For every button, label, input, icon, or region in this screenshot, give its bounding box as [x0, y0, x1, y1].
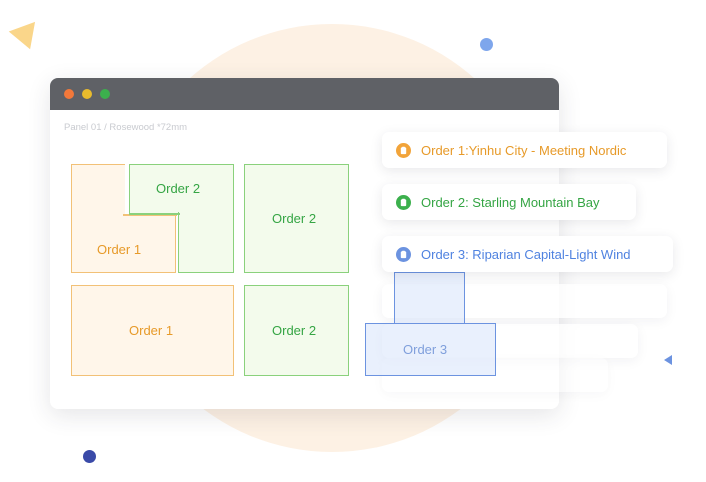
order-card-label: Order 3: Riparian Capital-Light Wind	[421, 246, 631, 262]
piece-segment	[394, 272, 465, 324]
decorative-dot-navy	[83, 450, 96, 463]
piece-label: Order 1	[97, 242, 142, 257]
order-card-label: Order 2: Starling Mountain Bay	[421, 194, 600, 210]
piece-fill	[72, 165, 124, 272]
order-card-3[interactable]: Order 3: Riparian Capital-Light Wind	[382, 236, 673, 272]
decorative-triangle-yellow	[8, 21, 44, 55]
decorative-triangle-blue	[664, 355, 672, 365]
piece-segment	[129, 164, 234, 214]
piece-order1-rect[interactable]: Order 1	[71, 285, 234, 376]
piece-label: Order 2	[156, 181, 201, 196]
piece-label: Order 3	[403, 342, 448, 357]
piece-edge	[123, 214, 177, 216]
order-card-label: Order 1:Yinhu City - Meeting Nordic	[421, 142, 627, 158]
maximize-dot-icon[interactable]	[100, 89, 110, 99]
piece-segment	[365, 323, 496, 376]
clipboard-icon	[396, 194, 411, 210]
close-dot-icon[interactable]	[64, 89, 74, 99]
window-titlebar	[50, 78, 559, 110]
clipboard-icon	[396, 246, 411, 262]
piece-label: Order 2	[272, 323, 317, 338]
piece-order2-square[interactable]: Order 2	[244, 164, 349, 273]
piece-order2-bottom[interactable]: Order 2	[244, 285, 349, 376]
piece-segment	[178, 212, 234, 273]
order-card-2[interactable]: Order 2: Starling Mountain Bay	[382, 184, 636, 220]
decorative-dot-blue	[480, 38, 493, 51]
panel-caption: Panel 01 / Rosewood *72mm	[64, 122, 188, 133]
clipboard-icon	[396, 142, 411, 158]
piece-label: Order 2	[272, 211, 317, 226]
order-card-1[interactable]: Order 1:Yinhu City - Meeting Nordic	[382, 132, 667, 168]
minimize-dot-icon[interactable]	[82, 89, 92, 99]
piece-label: Order 1	[129, 323, 174, 338]
piece-edge	[129, 213, 180, 215]
